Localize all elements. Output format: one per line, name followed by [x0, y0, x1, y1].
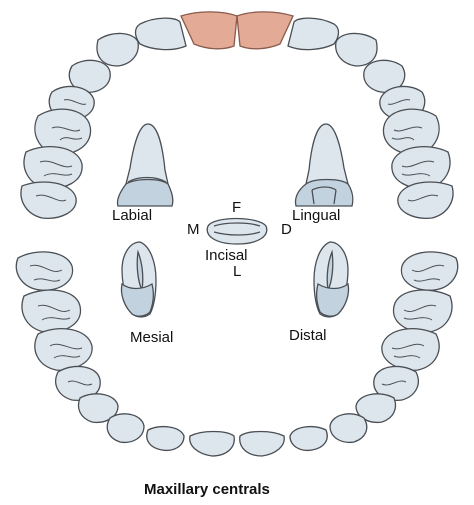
occlusal-groove — [403, 304, 437, 321]
occlusal-groove — [391, 343, 425, 359]
occlusal-groove — [401, 160, 435, 177]
mesial-view — [120, 241, 157, 318]
tooth-lower-lateral-left — [146, 425, 185, 452]
label-mesial: Mesial — [130, 329, 173, 346]
labial-view — [116, 123, 174, 207]
tooth-lower-molar1-right — [381, 328, 440, 371]
tooth-lower-lateral-right — [289, 425, 328, 452]
label-distal-letter: D — [281, 221, 292, 238]
tooth-upper-molar1-right — [382, 108, 440, 155]
tooth-upper-central-right-highlighted — [236, 11, 294, 50]
tooth-upper-central-left-highlighted — [180, 11, 238, 50]
occlusal-groove — [381, 380, 407, 386]
occlusal-groove — [35, 194, 67, 202]
occlusal-groove — [407, 194, 439, 202]
occlusal-groove — [29, 264, 63, 282]
tooth-lower-central-right — [239, 430, 285, 457]
occlusal-groove — [387, 99, 411, 105]
labial-view-cej — [127, 176, 167, 183]
tooth-lower-central-left — [189, 430, 235, 457]
lingual-view-crown — [294, 178, 354, 207]
occlusal-groove — [411, 264, 445, 282]
tooth-lower-canine-right — [329, 413, 368, 444]
labial-view-root — [125, 123, 169, 185]
tooth-views — [116, 123, 354, 318]
label-facial-letter: F — [232, 199, 241, 216]
incisal-view-outline — [206, 217, 268, 245]
tooth-lower-canine-left — [106, 413, 145, 444]
occlusal-groove — [51, 126, 83, 141]
tooth-upper-lateral-left — [134, 17, 187, 51]
occlusal-groove — [39, 160, 73, 177]
incisal-view-edge — [213, 222, 261, 236]
label-mesial-letter: M — [187, 221, 200, 238]
lower-arch — [15, 251, 459, 457]
caption: Maxillary centrals — [144, 481, 270, 498]
lingual-view-root — [305, 123, 349, 185]
mesial-view-crown — [120, 282, 154, 317]
occlusal-groove — [67, 380, 93, 386]
occlusal-groove — [63, 99, 87, 105]
distal-view-crown — [316, 282, 350, 317]
labels: Labial Lingual F M D Incisal L Mesial Di… — [112, 199, 340, 498]
label-labial: Labial — [112, 207, 152, 224]
label-distal: Distal — [289, 327, 327, 344]
tooth-upper-molar3-left — [20, 181, 77, 219]
tooth-upper-lateral-right — [287, 17, 340, 51]
tooth-upper-premolar1-left — [68, 59, 111, 93]
upper-arch — [20, 11, 454, 219]
occlusal-groove — [391, 126, 423, 141]
occlusal-groove — [49, 343, 83, 359]
occlusal-groove — [37, 304, 71, 321]
tooth-lower-molar3-right — [400, 251, 459, 291]
label-lingual-letter: L — [233, 263, 241, 280]
tooth-upper-canine-left — [96, 32, 139, 67]
tooth-upper-molar2-left — [23, 146, 83, 189]
tooth-lower-molar3-left — [15, 251, 74, 291]
labial-view-crown — [116, 178, 174, 207]
label-incisal: Incisal — [205, 247, 248, 264]
lingual-view — [294, 123, 354, 207]
tooth-lower-molar2-right — [392, 289, 453, 333]
occlusal-details — [29, 99, 445, 386]
distal-view — [313, 241, 350, 318]
tooth-upper-molar3-right — [397, 181, 454, 219]
tooth-upper-premolar1-right — [363, 59, 406, 93]
label-lingual: Lingual — [292, 207, 340, 224]
tooth-upper-molar1-left — [34, 108, 92, 155]
tooth-lower-molar1-left — [34, 328, 93, 371]
tooth-upper-canine-right — [335, 32, 378, 67]
tooth-lower-molar2-left — [21, 289, 82, 333]
tooth-upper-molar2-right — [391, 146, 451, 189]
incisal-view — [206, 217, 268, 245]
lingual-view-fossa — [311, 186, 337, 205]
